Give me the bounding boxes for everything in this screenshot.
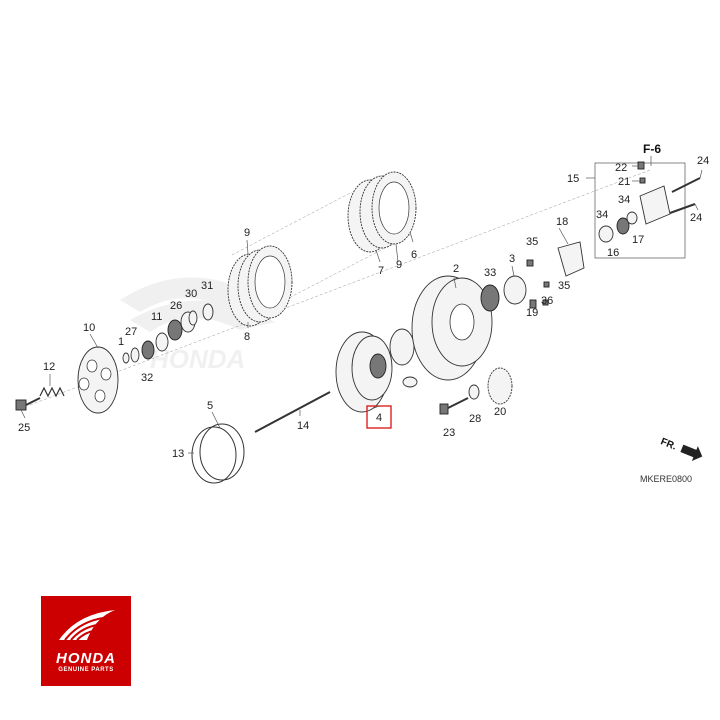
part-small-bolts[interactable] <box>526 259 550 309</box>
part-clutch-center[interactable] <box>335 331 393 413</box>
callout-32[interactable]: 32 <box>141 372 153 384</box>
callout-9-left[interactable]: 9 <box>244 227 250 239</box>
honda-genuine-parts-logo: HONDA GENUINE PARTS <box>41 596 131 686</box>
part-gear-assembly[interactable] <box>439 367 513 415</box>
section-ref: F-6 <box>643 142 661 156</box>
callout-25[interactable]: 25 <box>18 422 30 434</box>
part-clutch-cover[interactable] <box>77 346 119 414</box>
part-clutch-outer[interactable] <box>411 275 493 381</box>
callout-35-top[interactable]: 35 <box>526 236 538 248</box>
callout-16[interactable]: 16 <box>607 247 619 259</box>
callout-19[interactable]: 19 <box>526 307 538 319</box>
callout-28[interactable]: 28 <box>469 413 481 425</box>
callout-8[interactable]: 8 <box>244 331 250 343</box>
diagram-code: MKERE0800 <box>640 474 692 484</box>
callout-21[interactable]: 21 <box>618 176 630 188</box>
callout-7[interactable]: 7 <box>378 265 384 277</box>
callout-14[interactable]: 14 <box>297 420 309 432</box>
part-thrust-washer[interactable] <box>389 328 415 366</box>
part-washers-small[interactable] <box>122 340 155 364</box>
callout-11[interactable]: 11 <box>151 311 162 323</box>
callout-3[interactable]: 3 <box>509 253 515 265</box>
part-bolt-25[interactable] <box>15 397 41 411</box>
part-needle-bearing[interactable] <box>480 275 527 312</box>
callout-1[interactable]: 1 <box>118 336 124 348</box>
part-bearing-11[interactable] <box>155 311 196 352</box>
part-push-rod[interactable] <box>254 391 331 433</box>
part-orings[interactable] <box>191 423 245 484</box>
callout-12[interactable]: 12 <box>43 361 55 373</box>
callout-24-bottom[interactable]: 24 <box>690 212 702 224</box>
callout-34-right[interactable]: 34 <box>618 194 630 206</box>
callout-31[interactable]: 31 <box>201 280 213 292</box>
part-slave-cylinder[interactable] <box>594 161 686 259</box>
callout-20[interactable]: 20 <box>494 406 506 418</box>
callout-27[interactable]: 27 <box>125 326 137 338</box>
callout-30[interactable]: 30 <box>185 288 197 300</box>
callout-36[interactable]: 36 <box>541 295 553 307</box>
callout-2[interactable]: 2 <box>453 263 459 275</box>
part-bracket-18[interactable] <box>557 241 585 277</box>
callout-15[interactable]: 15 <box>567 173 579 185</box>
callout-26[interactable]: 26 <box>170 300 182 312</box>
part-washers-30-31[interactable] <box>188 303 214 326</box>
callout-33[interactable]: 33 <box>484 267 496 279</box>
callout-10[interactable]: 10 <box>83 322 95 334</box>
part-spring[interactable] <box>39 386 65 398</box>
part-small-washer[interactable] <box>402 376 418 388</box>
callout-34-left[interactable]: 34 <box>596 209 608 221</box>
callout-24-top[interactable]: 24 <box>697 155 709 167</box>
callout-6[interactable]: 6 <box>411 249 417 261</box>
callout-9-right[interactable]: 9 <box>396 259 402 271</box>
callout-22[interactable]: 22 <box>615 162 627 174</box>
part-bolts-24[interactable] <box>669 177 701 214</box>
callout-17[interactable]: 17 <box>632 234 644 246</box>
front-label: FR. <box>659 436 678 452</box>
logo-tagline: GENUINE PARTS <box>58 667 114 673</box>
logo-brand: HONDA <box>56 650 116 667</box>
callout-18[interactable]: 18 <box>556 216 568 228</box>
callout-23[interactable]: 23 <box>443 427 455 439</box>
front-indicator: FR. <box>659 436 703 461</box>
callout-4[interactable]: 4 <box>376 412 382 424</box>
callout-35-right[interactable]: 35 <box>558 280 570 292</box>
leader-lines <box>20 156 703 454</box>
honda-wing-icon <box>59 610 115 641</box>
arrow-right-icon <box>680 444 703 461</box>
part-clutch-discs-left[interactable] <box>227 245 293 327</box>
callout-5[interactable]: 5 <box>207 400 213 412</box>
callout-labels: 2 3 4 5 6 7 8 9 9 10 11 12 13 14 15 16 1… <box>18 155 709 460</box>
callout-13[interactable]: 13 <box>172 448 184 460</box>
part-clutch-discs-right[interactable] <box>347 171 417 253</box>
